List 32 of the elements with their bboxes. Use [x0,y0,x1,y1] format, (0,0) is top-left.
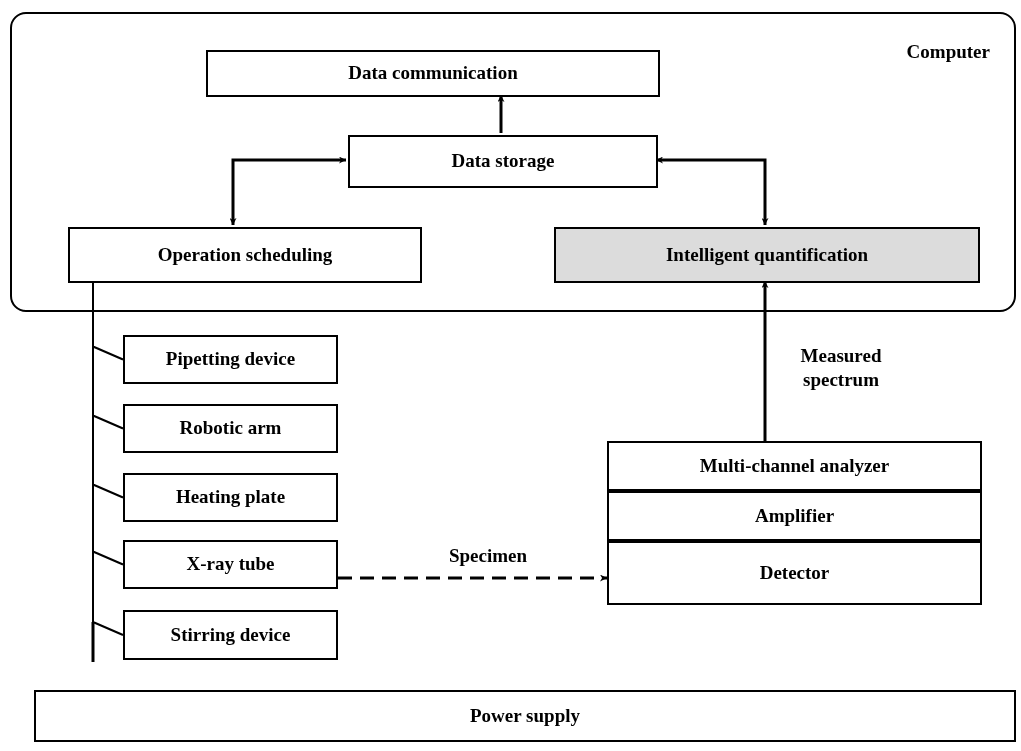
computer-panel [10,12,1016,312]
box-label: Data storage [451,149,555,174]
process-box [123,404,338,453]
power-supply-bar [34,690,1016,742]
analyzer-section [607,441,982,491]
arrow [338,574,607,582]
process-box [554,227,980,283]
amplifier-section [607,491,982,541]
box-label: Heating plate [175,485,286,510]
box-label: X-ray tube [186,552,275,577]
process-box [123,540,338,589]
box-label: Pipetting device [165,347,296,372]
box-label: Intelligent quantification [665,242,869,267]
box-label: Multi-channel analyzer [699,453,890,478]
process-box [206,50,660,97]
process-box [68,227,422,283]
box-label: Amplifier [754,503,835,528]
box-label: Power supply [470,703,580,728]
process-box [123,473,338,522]
box-label: Operation scheduling [157,242,333,267]
process-box [123,335,338,384]
process-box [123,610,338,660]
box-label: Stirring device [170,622,291,647]
box-label: Data communication [348,61,518,86]
process-box [348,135,658,188]
arrow [229,156,346,225]
detector-section [607,541,982,605]
box-label: Detector [759,560,830,585]
box-label: Robotic arm [179,416,282,441]
panel-title: Computer [906,40,990,64]
arrow [761,281,769,441]
arrow [497,95,505,133]
